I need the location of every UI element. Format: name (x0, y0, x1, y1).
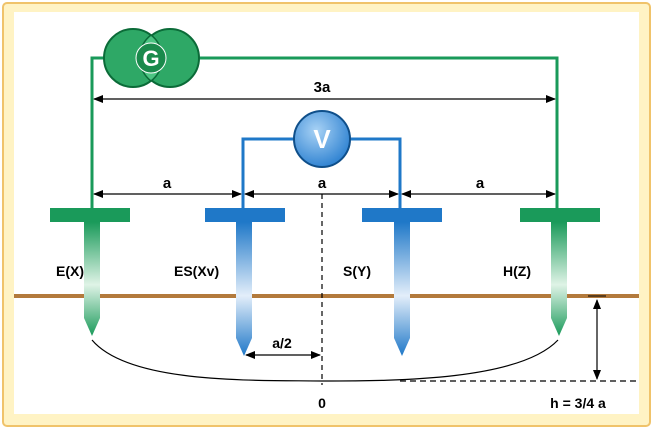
electrode-h (520, 208, 600, 336)
center-label: 0 (318, 395, 326, 411)
electrode-label-e: E(X) (56, 263, 84, 279)
voltmeter-icon (293, 110, 351, 168)
voltage-wire (241, 137, 402, 208)
generator-icon (103, 28, 200, 88)
electrode-s (362, 208, 442, 356)
electrode-label-es: ES(Xv) (174, 263, 219, 279)
hemisphere-curve (91, 339, 559, 382)
ground-line (14, 294, 639, 298)
depth-label: h = 3/4 a (550, 395, 606, 411)
generator-label: G (142, 46, 159, 71)
electrode-label-h: H(Z) (503, 263, 531, 279)
dimension-a-label-1: a (163, 175, 172, 192)
electrode-label-s: S(Y) (343, 263, 371, 279)
dimension-half-label: a/2 (272, 335, 292, 351)
dimension-a-label-3: a (476, 175, 485, 192)
current-wire (90, 56, 559, 208)
dimension-3a-label: 3a (314, 79, 331, 96)
electrode-e (50, 208, 130, 336)
electrode-es (205, 208, 285, 356)
dimension-a-label-2: a (318, 175, 327, 192)
voltmeter-label: V (313, 124, 331, 154)
